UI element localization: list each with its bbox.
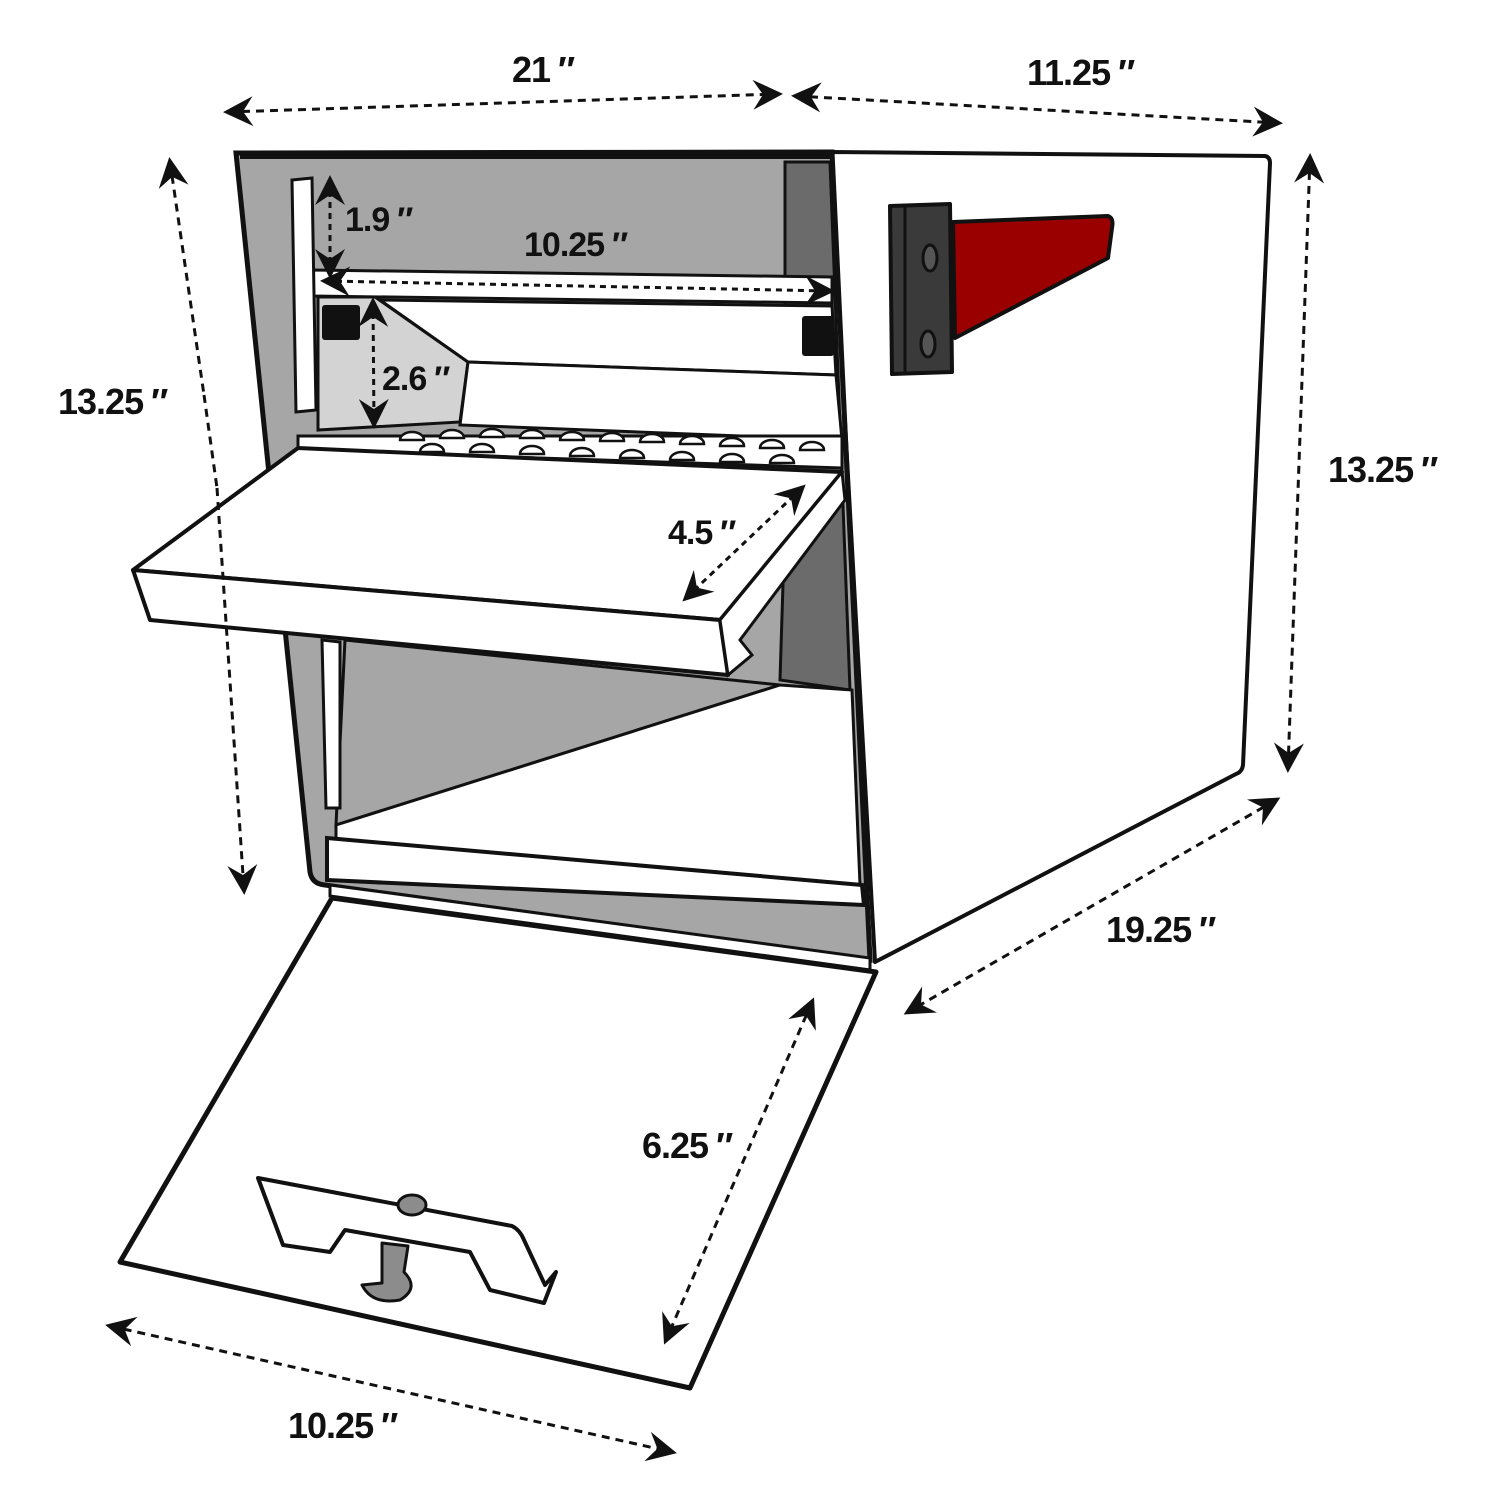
unit-symbol: ″	[610, 226, 626, 264]
dim-line-left-height-mid	[202, 394, 219, 489]
label-door-height: 6.25″	[642, 1125, 731, 1166]
dim-line-shelf-depth	[682, 484, 806, 602]
dim-line-chute-height	[358, 297, 389, 429]
label-value: 4.5	[668, 514, 713, 552]
unit-symbol: ″	[718, 514, 734, 552]
lower-compartment	[320, 638, 872, 972]
unit-symbol: ″	[556, 49, 573, 90]
unit-symbol: ″	[149, 381, 166, 422]
label-value: 1.9	[345, 201, 390, 239]
label-slot-height: 1.9″	[345, 201, 412, 239]
unit-symbol: ″	[1197, 909, 1214, 950]
label-door-width: 10.25″	[288, 1405, 396, 1446]
label-value: 21	[512, 49, 551, 90]
label-value: 10.25	[524, 226, 605, 264]
label-top-width: 21″	[512, 49, 573, 90]
label-top-depth: 11.25″	[1027, 52, 1133, 93]
door-lock-handle	[256, 1176, 558, 1305]
flag-assembly	[888, 202, 1115, 376]
label-left-height: 13.25″	[58, 381, 166, 422]
dim-line-door-width	[105, 1316, 677, 1462]
label-shelf-depth: 4.5″	[668, 514, 735, 552]
unit-symbol: ″	[1419, 449, 1436, 490]
dim-line-right-height	[1273, 153, 1325, 773]
label-chute-height: 2.6″	[382, 360, 449, 398]
label-value: 19.25	[1106, 909, 1192, 950]
label-right-height: 13.25″	[1328, 449, 1436, 490]
dim-line-left-height-lower	[215, 487, 258, 895]
unit-symbol: ″	[1116, 52, 1133, 93]
drop-down-shelf	[131, 446, 847, 678]
unit-symbol: ″	[379, 1405, 396, 1446]
label-value: 10.25	[288, 1405, 374, 1446]
label-slot-width: 10.25″	[524, 226, 626, 264]
dim-line-side-depth	[903, 797, 1281, 1015]
unit-symbol: ″	[432, 360, 448, 398]
dimension-lines	[105, 79, 1325, 1462]
dim-line-top-depth	[791, 82, 1283, 137]
dim-line-slot-width	[320, 266, 835, 306]
label-value: 6.25	[642, 1125, 709, 1166]
dim-line-left-height-upper	[158, 157, 206, 396]
label-value: 2.6	[382, 360, 427, 398]
unit-symbol: ″	[714, 1125, 731, 1166]
textured-tray	[296, 427, 844, 470]
label-side-depth: 19.25″	[1106, 909, 1214, 950]
dim-line-door-height	[662, 997, 816, 1345]
label-value: 13.25	[58, 381, 144, 422]
unit-symbol: ″	[395, 201, 411, 239]
label-value: 11.25	[1027, 52, 1111, 93]
retrieval-door	[117, 895, 879, 1391]
label-value: 13.25	[1328, 449, 1414, 490]
dim-line-top-width	[223, 79, 783, 127]
